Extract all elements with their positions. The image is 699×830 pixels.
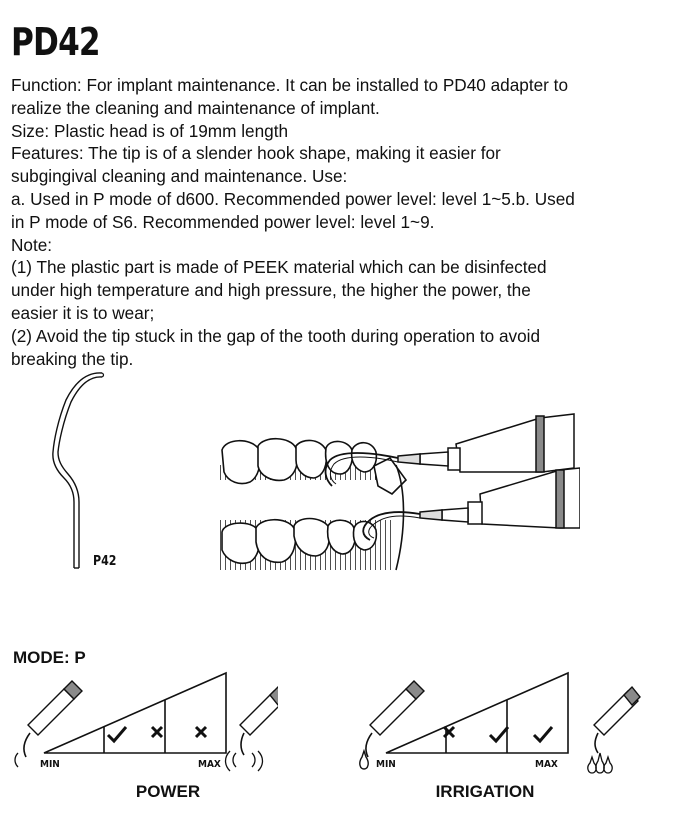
- irrigation-min-label: MIN: [376, 759, 396, 770]
- description-line: subgingival cleaning and maintenance. Us…: [11, 166, 348, 187]
- irrigation-caption: IRRIGATION: [435, 782, 535, 801]
- irrigation-segment-3-check-icon: [532, 726, 554, 744]
- power-max-label: MAX: [198, 759, 221, 770]
- description-line: (1) The plastic part is made of PEEK mat…: [11, 257, 547, 278]
- strong-vibration-icon: [224, 750, 264, 772]
- power-segment-1-check-icon: [106, 726, 128, 744]
- description-line: Note:: [11, 234, 53, 255]
- product-title: PD42: [11, 20, 101, 64]
- description-line: Size: Plastic head is of 19mm length: [11, 120, 289, 141]
- dental-illustration-icon: [220, 413, 580, 571]
- power-gauge: [14, 671, 278, 772]
- product-description: Function: For implant maintenance. It ca…: [11, 74, 681, 370]
- water-drop-icon: [359, 748, 369, 770]
- description-line: breaking the tip.: [11, 348, 134, 369]
- irrigation-segment-2-check-icon: [488, 726, 510, 744]
- power-caption: POWER: [135, 782, 201, 801]
- mode-title: MODE: P: [13, 648, 86, 667]
- description-line: easier it is to wear;: [11, 302, 155, 323]
- description-line: a. Used in P mode of d600. Recommended p…: [11, 188, 575, 209]
- irrigation-max-label: MAX: [535, 759, 558, 770]
- power-segment-3-cross-icon: [194, 725, 208, 739]
- description-line: (2) Avoid the tip stuck in the gap of th…: [11, 325, 541, 346]
- description-line: under high temperature and high pressure…: [11, 280, 531, 301]
- tip-label: P42: [93, 554, 117, 569]
- tip-drawing-icon: [52, 372, 105, 569]
- vibration-icon: [14, 752, 19, 768]
- irrigation-gauge: [359, 671, 641, 774]
- description-line: Features: The tip is of a slender hook s…: [11, 143, 501, 164]
- description-line: realize the cleaning and maintenance of …: [11, 97, 380, 118]
- water-drops-icon: [587, 752, 613, 774]
- power-min-label: MIN: [40, 759, 60, 770]
- description-line: in P mode of S6. Recommended power level…: [11, 211, 435, 232]
- irrigation-segment-1-cross-icon: [442, 725, 456, 739]
- power-segment-2-cross-icon: [150, 725, 164, 739]
- description-line: Function: For implant maintenance. It ca…: [11, 75, 568, 95]
